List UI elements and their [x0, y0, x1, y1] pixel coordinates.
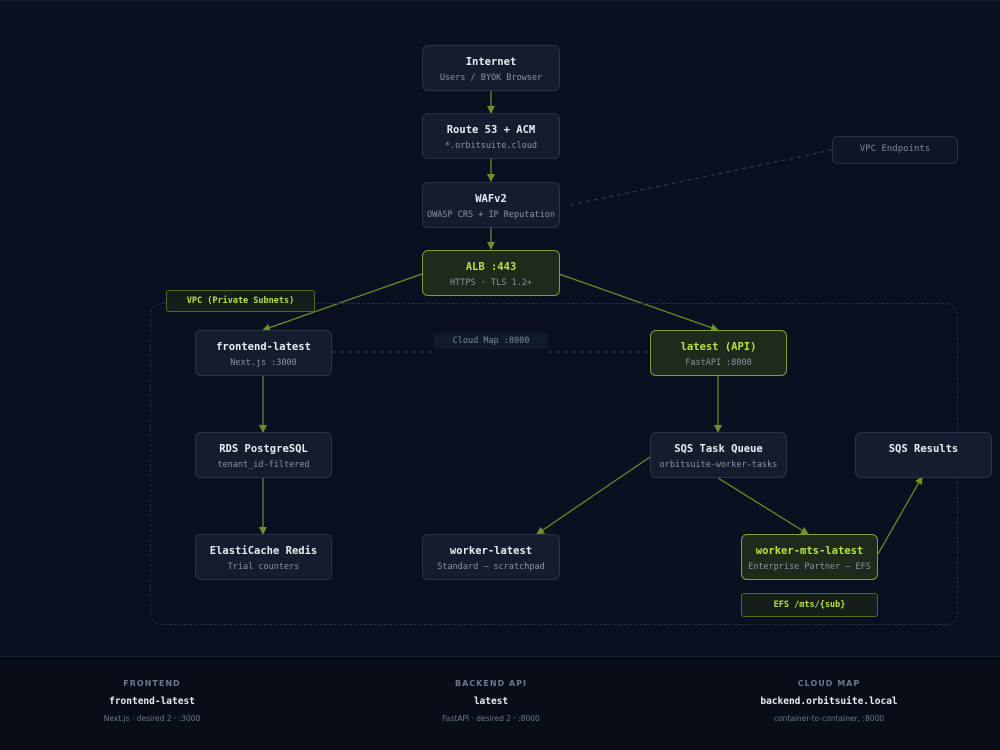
- api-sub: FastAPI :8000: [685, 358, 752, 368]
- footer-backend-value: latest: [473, 696, 509, 707]
- worker-node[interactable]: worker-latest Standard — scratchpad: [422, 534, 560, 580]
- route53-sub: *.orbitsuite.cloud: [444, 141, 538, 151]
- api-title: latest (API): [680, 341, 757, 353]
- edge-alb-api: [558, 273, 719, 332]
- worker-title: worker-latest: [449, 545, 533, 557]
- alb-node[interactable]: ALB :443 HTTPS · TLS 1.2+: [422, 250, 560, 296]
- edge-alb-frontend: [262, 273, 423, 332]
- footer-frontend-value: frontend-latest: [109, 696, 195, 707]
- sqs-tasks-title: SQS Task Queue: [674, 443, 763, 455]
- footer-frontend-detail: Next.js · desired 2 · :3000: [103, 714, 201, 723]
- cloud-map-label: Cloud Map :8000: [434, 333, 548, 349]
- edge-worker-mts-results: [877, 476, 923, 555]
- internet-node[interactable]: Internet Users / BYOK Browser: [422, 45, 560, 91]
- rds-title: RDS PostgreSQL: [219, 443, 308, 455]
- sqs-tasks-sub: orbitsuite-worker-tasks: [659, 460, 778, 470]
- worker-sub: Standard — scratchpad: [437, 562, 545, 572]
- frontend-node[interactable]: frontend-latest Next.js :3000: [195, 330, 332, 376]
- redis-sub: Trial counters: [227, 562, 300, 572]
- api-node[interactable]: latest (API) FastAPI :8000: [650, 330, 787, 376]
- footer-frontend-heading: FRONTEND: [123, 679, 181, 688]
- sqs-tasks-node[interactable]: SQS Task Queue orbitsuite-worker-tasks: [650, 432, 787, 478]
- worker-mts-node[interactable]: worker-mts-latest Enterprise Partner — E…: [741, 534, 878, 580]
- rds-node[interactable]: RDS PostgreSQL tenant_id-filtered: [195, 432, 332, 478]
- architecture-diagram: VPC (Private Subnets) Internet Users / B…: [0, 0, 1000, 625]
- redis-node[interactable]: ElastiCache Redis Trial counters: [195, 534, 332, 580]
- frontend-title: frontend-latest: [216, 341, 311, 353]
- vpc-endpoints-node[interactable]: VPC Endpoints: [832, 136, 958, 164]
- route53-node[interactable]: Route 53 + ACM *.orbitsuite.cloud: [422, 113, 560, 159]
- waf-title: WAFv2: [475, 193, 507, 205]
- footer-frontend: FRONTEND frontend-latest Next.js · desir…: [22, 679, 282, 723]
- vpc-label: VPC (Private Subnets): [166, 290, 315, 312]
- edge-waf-vpc-endpoints: [569, 149, 833, 206]
- footer-backend-heading: BACKEND API: [455, 679, 527, 688]
- footer-cloud-map: CLOUD MAP backend.orbitsuite.local conta…: [699, 679, 959, 723]
- footer-cloud-map-detail: container-to-container, :8000: [773, 714, 885, 723]
- sqs-results-title: SQS Results: [888, 443, 959, 455]
- footer-cloud-map-heading: CLOUD MAP: [797, 679, 861, 688]
- sqs-results-node[interactable]: SQS Results: [855, 432, 992, 478]
- edge-sqs-worker: [536, 456, 651, 535]
- service-summary-footer: FRONTEND frontend-latest Next.js · desir…: [0, 656, 1000, 750]
- vpc-endpoints-title: VPC Endpoints: [859, 144, 931, 154]
- route53-title: Route 53 + ACM: [446, 124, 536, 136]
- alb-title: ALB :443: [465, 261, 517, 273]
- footer-backend: BACKEND API latest FastAPI · desired 2 ·…: [361, 679, 621, 723]
- worker-mts-title: worker-mts-latest: [755, 545, 864, 557]
- footer-backend-detail: FastAPI · desired 2 · :8000: [442, 714, 540, 723]
- waf-node[interactable]: WAFv2 OWASP CRS + IP Reputation: [422, 182, 560, 228]
- alb-sub: HTTPS · TLS 1.2+: [450, 278, 532, 288]
- internet-sub: Users / BYOK Browser: [439, 73, 543, 83]
- efs-label: EFS /mts/{sub}: [741, 593, 878, 617]
- footer-cloud-map-value: backend.orbitsuite.local: [760, 696, 898, 707]
- frontend-sub: Next.js :3000: [230, 358, 297, 368]
- redis-title: ElastiCache Redis: [209, 545, 318, 557]
- connections: [259, 91, 923, 555]
- rds-sub: tenant_id-filtered: [217, 460, 310, 470]
- edge-sqs-worker-mts: [717, 477, 809, 535]
- internet-title: Internet: [465, 56, 517, 68]
- worker-mts-sub: Enterprise Partner — EFS: [748, 562, 871, 572]
- waf-sub: OWASP CRS + IP Reputation: [427, 210, 555, 220]
